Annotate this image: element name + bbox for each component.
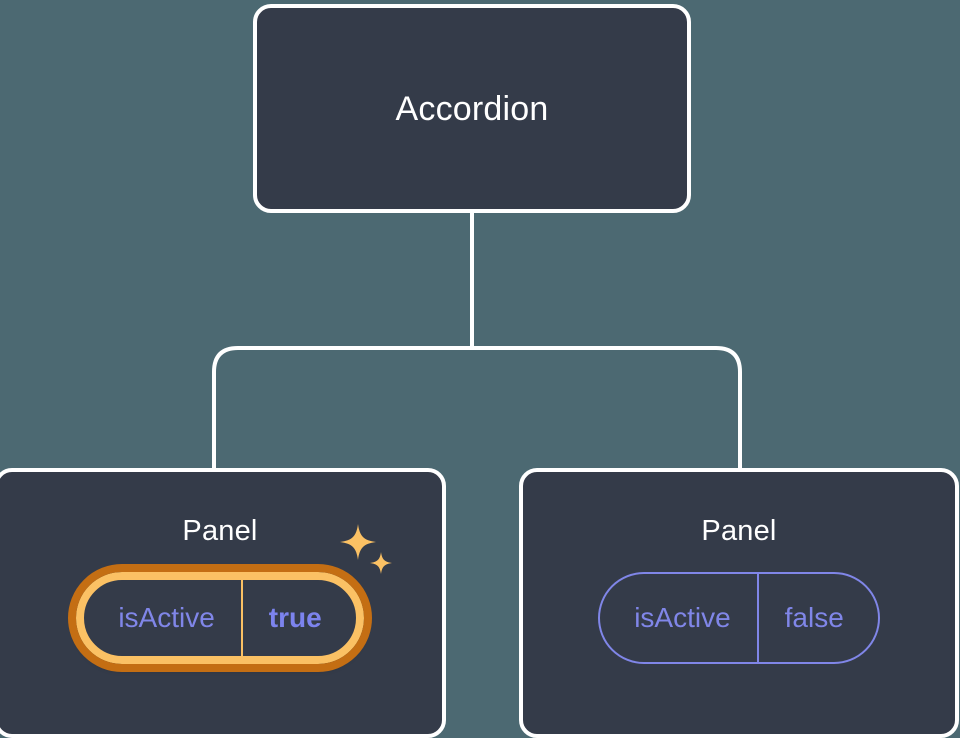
prop-badge-wrapper-inactive: isActive false	[598, 572, 880, 664]
prop-value-active: true	[240, 580, 356, 656]
connector-split-bar	[212, 346, 742, 468]
prop-badge-inactive[interactable]: isActive false	[598, 572, 880, 664]
prop-badge-active[interactable]: isActive true	[68, 564, 372, 672]
node-title-panel-inactive: Panel	[701, 515, 777, 547]
node-panel-inactive[interactable]: Panel isActive false	[519, 468, 959, 738]
node-title-accordion: Accordion	[395, 89, 549, 128]
node-accordion[interactable]: Accordion	[253, 4, 691, 213]
node-panel-active[interactable]: Panel isActive true	[0, 468, 446, 738]
prop-badge-wrapper-active: isActive true	[68, 524, 392, 672]
sparkles-icon	[334, 522, 398, 586]
prop-key-active: isActive	[118, 602, 215, 633]
prop-value-inactive: false	[756, 574, 878, 662]
prop-key-inactive: isActive	[634, 602, 731, 633]
node-title-panel-active: Panel	[182, 515, 258, 547]
